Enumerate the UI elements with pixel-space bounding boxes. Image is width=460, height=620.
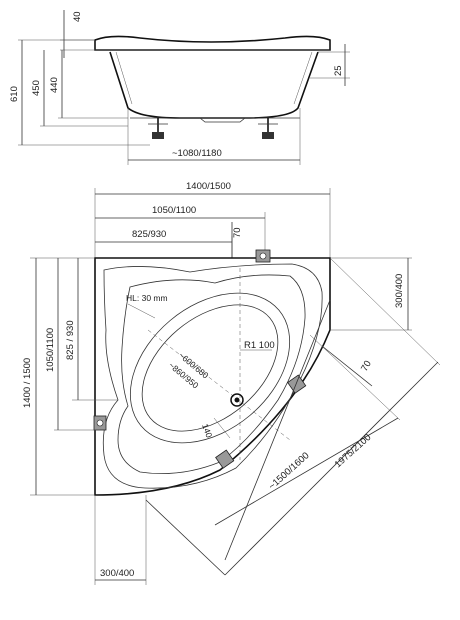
dim-width-1050: 1050/1100 — [152, 205, 196, 216]
jet-icon-left — [93, 415, 107, 431]
drain-icon — [230, 393, 244, 407]
dim-height-450: 450 — [31, 80, 42, 96]
dim-right-25: 25 — [333, 65, 344, 76]
leg-left — [148, 118, 168, 139]
dim-width-825: 825/930 — [132, 229, 166, 240]
plan-view: 1400/1500 1050/1100 825/930 70 — [22, 181, 441, 585]
dim-height-825: 825 / 930 — [65, 320, 76, 360]
dim-diag-1975: 1975/2100 — [333, 432, 374, 470]
label-radius: R1 100 — [244, 340, 275, 351]
dim-width-1400: 1400/1500 — [186, 181, 231, 192]
dim-height-1400: 1400 / 1500 — [22, 358, 33, 408]
dim-bottom-1080: ~1080/1180 — [172, 148, 222, 159]
dim-height-440: 440 — [49, 77, 60, 93]
dim-bottom-300: 300/400 — [100, 568, 134, 579]
side-view: 40 610 450 440 25 ~1080/1180 — [9, 10, 350, 165]
dim-diag-1500: ~1500/1600 — [267, 450, 312, 492]
dim-offset-70-top: 70 — [232, 227, 243, 238]
jet-icon-bottom — [215, 449, 235, 469]
dim-140: 140 — [200, 422, 214, 439]
leg-right — [258, 118, 278, 139]
dim-right-300: 300/400 — [394, 274, 405, 308]
dim-height-610: 610 — [9, 86, 20, 102]
dim-height-1050: 1050/1100 — [45, 328, 56, 372]
dim-rim-40: 40 — [72, 11, 83, 22]
label-hl: HL: 30 mm — [126, 293, 168, 303]
jet-icon-right — [287, 374, 307, 394]
jet-icon-top — [255, 249, 271, 263]
dim-offset-70-right: 70 — [359, 359, 374, 374]
